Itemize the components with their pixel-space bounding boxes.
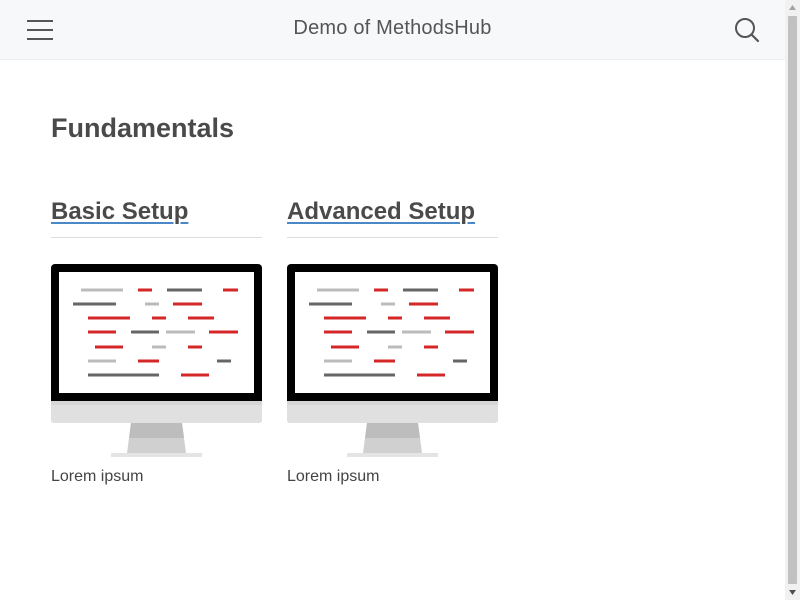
vertical-scrollbar[interactable] [785,0,800,600]
site-title: Demo of MethodsHub [293,17,492,39]
computer-monitor-illustration [51,264,262,457]
divider [287,237,498,238]
divider [51,237,262,238]
search-icon [735,18,760,43]
card-description: Lorem ipsum [51,468,144,485]
computer-monitor-illustration [287,264,498,457]
search-button[interactable] [734,17,760,43]
card-description: Lorem ipsum [287,468,380,485]
top-bar: Demo of MethodsHub [0,0,785,60]
scroll-up-arrow-icon[interactable] [785,0,800,15]
card-title-link[interactable]: Basic Setup [51,198,189,225]
scroll-down-arrow-icon[interactable] [785,585,800,600]
card-title-link[interactable]: Advanced Setup [287,198,476,225]
card-advanced-setup: Advanced Setup [287,198,498,485]
section-title: Fundamentals [51,113,235,143]
menu-button[interactable] [27,19,54,41]
scrollbar-thumb[interactable] [788,16,797,584]
card-basic-setup: Basic Setup [51,198,262,485]
hamburger-menu-icon [27,20,53,40]
